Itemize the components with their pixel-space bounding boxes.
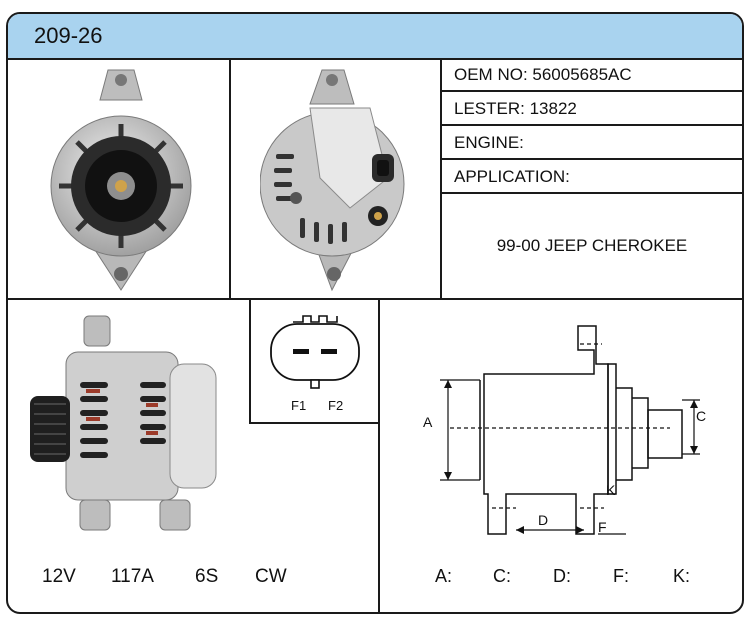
divider-vertical-top-1	[229, 58, 231, 298]
engine-label: ENGINE:	[454, 133, 524, 152]
divider-horizontal-main	[8, 298, 742, 300]
alternator-side-image	[30, 315, 217, 531]
application-label: APPLICATION:	[454, 167, 570, 186]
alternator-front-image	[50, 69, 192, 291]
engine-row: ENGINE:	[442, 126, 742, 160]
connector-pin-f1: F1	[291, 398, 307, 413]
dimension-a: A:	[435, 566, 453, 586]
spec-amperage: 117A	[111, 566, 154, 587]
divider-connector-bottom	[249, 422, 380, 424]
dimension-k: K:	[673, 566, 691, 586]
dimension-diagram	[440, 325, 700, 535]
spec-voltage: 12V	[42, 566, 76, 587]
oem-number: OEM NO: 56005685AC	[454, 65, 632, 84]
dimension-letter-k: K	[606, 482, 616, 498]
lester-number: LESTER: 13822	[454, 99, 577, 118]
divider-vertical-top-2	[440, 58, 442, 298]
connector-pin-f2: F2	[328, 398, 344, 413]
part-number: 209-26	[34, 23, 103, 48]
divider-vertical-bottom-1	[249, 298, 251, 424]
dimension-letter-d: D	[538, 512, 549, 528]
application-row: APPLICATION:	[442, 160, 742, 194]
dimension-letter-c: C	[696, 408, 707, 424]
connector-diagram	[270, 315, 360, 389]
product-card: 209-26 OEM NO: 56005685AC LESTER: 13822 …	[6, 12, 744, 614]
application-value: 99-00 JEEP CHEROKEE	[496, 236, 688, 255]
spec-pulley: 6S	[195, 566, 219, 587]
title-bar: 209-26	[8, 14, 742, 60]
dimension-c: C:	[493, 566, 511, 586]
spec-rotation: CW	[255, 566, 287, 587]
dimension-letter-f: F	[598, 519, 607, 535]
dimension-letter-a: A	[423, 414, 433, 430]
dimension-d: D:	[553, 566, 571, 586]
dimension-f: F:	[613, 566, 629, 586]
lester-row: LESTER: 13822	[442, 92, 742, 126]
divider-vertical-bottom-2	[378, 298, 380, 612]
oem-row: OEM NO: 56005685AC	[442, 58, 742, 92]
alternator-rear-image	[260, 69, 405, 292]
